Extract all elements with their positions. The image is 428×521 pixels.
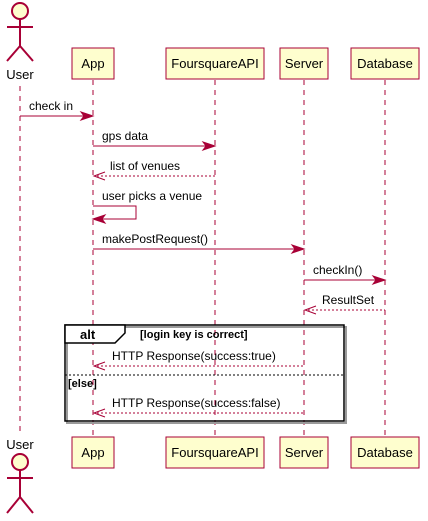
message-label: ResultSet (322, 293, 375, 307)
participant-label-database: Database (357, 445, 413, 460)
actor-head-icon (11, 453, 29, 471)
alt-else-guard: [else] (68, 378, 97, 390)
message-label: list of venues (110, 159, 180, 173)
participant-label-app: App (81, 56, 104, 71)
participant-label-user: User (6, 437, 34, 452)
message-make-post-request: makePostRequest() (93, 232, 306, 254)
arrowhead-icon (91, 214, 107, 224)
message-label: gps data (102, 129, 148, 143)
message-check-in: check in (20, 99, 95, 121)
message-gps-data: gps data (93, 129, 217, 151)
arrowhead-icon (79, 111, 95, 121)
message-label: HTTP Response(success:true) (112, 349, 276, 363)
participant-label-server: Server (285, 445, 324, 460)
participant-foursquare-bottom: FoursquareAPI (165, 436, 265, 469)
participant-label-app: App (81, 445, 104, 460)
open-arrowhead-icon (303, 305, 317, 315)
participant-database-top: Database (350, 47, 420, 80)
participant-label-foursquare: FoursquareAPI (171, 445, 258, 460)
arrowhead-icon (201, 141, 217, 151)
open-arrowhead-icon (92, 361, 106, 371)
arrowhead-icon (290, 244, 306, 254)
actor-user-bottom: User (6, 437, 34, 514)
participant-app-top: App (71, 47, 115, 80)
message-label: checkIn() (313, 263, 362, 277)
message-label: HTTP Response(success:false) (112, 396, 281, 410)
message-check-in-call: checkIn() (304, 263, 387, 285)
participant-database-bottom: Database (350, 436, 420, 469)
message-label: user picks a venue (102, 189, 202, 203)
message-label: check in (29, 99, 73, 113)
participant-label-server: Server (285, 56, 324, 71)
message-user-picks-venue: user picks a venue (91, 189, 202, 224)
open-arrowhead-icon (92, 408, 106, 418)
message-label: makePostRequest() (102, 232, 208, 246)
alt-guard: [login key is correct] (140, 329, 248, 341)
actor-user-top: User (6, 2, 34, 82)
message-http-response-false: HTTP Response(success:false) (92, 396, 304, 418)
actor-head-icon (11, 2, 29, 20)
message-http-response-true: HTTP Response(success:true) (92, 349, 304, 371)
message-list-of-venues: list of venues (92, 159, 215, 181)
participant-foursquare-top: FoursquareAPI (165, 47, 265, 80)
participant-label-database: Database (357, 56, 413, 71)
open-arrowhead-icon (92, 171, 106, 181)
participant-app-bottom: App (71, 436, 115, 469)
participant-server-top: Server (279, 47, 329, 80)
participant-server-bottom: Server (279, 436, 329, 469)
alt-fragment: alt [login key is correct] [else] (64, 324, 347, 424)
arrowhead-icon (371, 275, 387, 285)
lifelines (19, 80, 386, 437)
participant-label-foursquare: FoursquareAPI (171, 56, 258, 71)
participant-label-user: User (6, 67, 34, 82)
alt-keyword: alt (80, 327, 96, 342)
message-result-set: ResultSet (303, 293, 385, 315)
